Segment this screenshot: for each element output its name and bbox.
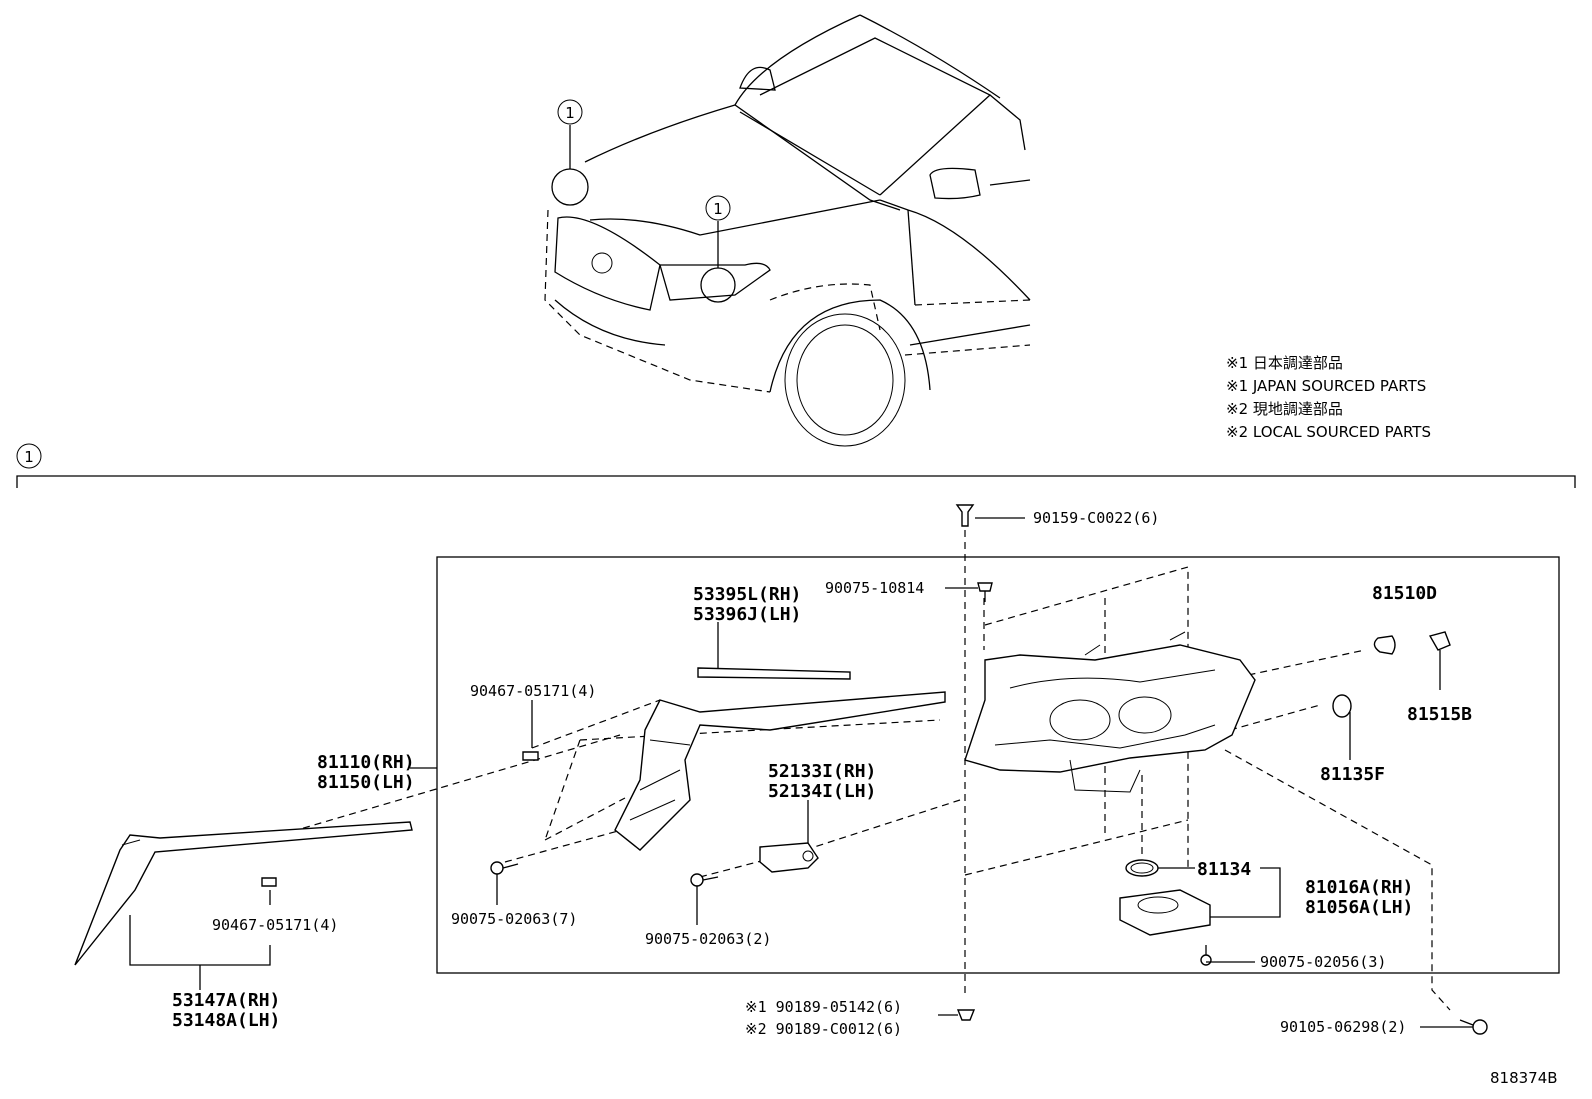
label-81110: 81110(RH): [317, 752, 415, 773]
label-90189-c0012: ※2 90189-C0012(6): [745, 1020, 902, 1038]
leader-lines: [129, 517, 1473, 1028]
note-line-4: ※2 LOCAL SOURCED PARTS: [1226, 423, 1431, 441]
callout-marker-upper-label: 1: [565, 104, 575, 122]
socket-81515[interactable]: [1428, 631, 1451, 690]
note-line-3: ※2 現地調達部品: [1226, 400, 1343, 418]
label-81510d: 81510D: [1372, 583, 1437, 604]
cap-81135[interactable]: [1332, 694, 1352, 760]
part-labels: 90159-C0022(6) 90075-10814 53395L(RH) 53…: [172, 509, 1558, 1087]
vehicle-illustration: 1 1: [544, 14, 1031, 447]
callout-circle-upper[interactable]: [551, 168, 589, 206]
sourcing-notes: ※1 日本調達部品 ※1 JAPAN SOURCED PARTS ※2 現地調達…: [1226, 354, 1431, 441]
label-90075-02056: 90075-02056(3): [1260, 953, 1386, 971]
section-bracket: [16, 475, 1576, 488]
label-53396j: 53396J(LH): [693, 604, 801, 625]
note-line-2: ※1 JAPAN SOURCED PARTS: [1226, 377, 1426, 395]
label-53395l: 53395L(RH): [693, 584, 801, 605]
gasket-81134[interactable]: [1125, 859, 1159, 877]
screw-90075-02063-left[interactable]: [490, 861, 519, 875]
diagram-id: 818374B: [1490, 1069, 1558, 1087]
clip-90467-upper[interactable]: [522, 751, 539, 761]
strip-53395[interactable]: [697, 667, 851, 680]
section-marker: [16, 443, 42, 469]
label-81056a: 81056A(LH): [1305, 897, 1413, 918]
headlamp-bracket[interactable]: [614, 691, 946, 851]
callout-marker-lower: [705, 195, 731, 221]
callout-marker-upper: [557, 99, 583, 125]
assembly-box: [436, 556, 1560, 974]
label-81135f: 81135F: [1320, 764, 1385, 785]
label-81150: 81150(LH): [317, 772, 415, 793]
label-81134: 81134: [1197, 859, 1251, 880]
bolt-90075-10814[interactable]: [977, 582, 993, 602]
label-53148a: 53148A(LH): [172, 1010, 280, 1031]
clip-90159[interactable]: [955, 504, 975, 527]
label-90467-05171-lower: 90467-05171(4): [212, 916, 338, 934]
label-90105-06298: 90105-06298(2): [1280, 1018, 1406, 1036]
ballast-81016[interactable]: [1119, 889, 1211, 936]
label-90189-05142: ※1 90189-05142(6): [745, 998, 902, 1016]
dashed-leaders: [279, 530, 1451, 1011]
label-81016a: 81016A(RH): [1305, 877, 1413, 898]
moulding-53147[interactable]: [74, 821, 413, 966]
label-90467-05171-upper: 90467-05171(4): [470, 682, 596, 700]
label-52133i: 52133I(RH): [768, 761, 876, 782]
label-53147a: 53147A(RH): [172, 990, 280, 1011]
label-52134i: 52134I(LH): [768, 781, 876, 802]
bulb-81510[interactable]: [1373, 635, 1396, 655]
label-81515b: 81515B: [1407, 704, 1472, 725]
clip-90189[interactable]: [956, 1009, 976, 1021]
label-90159-c0022: 90159-C0022(6): [1033, 509, 1159, 527]
label-90075-10814: 90075-10814: [825, 579, 924, 597]
note-line-1: ※1 日本調達部品: [1226, 354, 1343, 372]
headlamp-assembly[interactable]: [964, 631, 1256, 793]
label-90075-02063-2: 90075-02063(2): [645, 930, 771, 948]
section-marker-label: 1: [24, 448, 34, 466]
callout-marker-lower-label: 1: [713, 200, 723, 218]
bracket-52133[interactable]: [759, 842, 819, 873]
label-90075-02063-7: 90075-02063(7): [451, 910, 577, 928]
clip-90467-lower[interactable]: [261, 877, 277, 887]
